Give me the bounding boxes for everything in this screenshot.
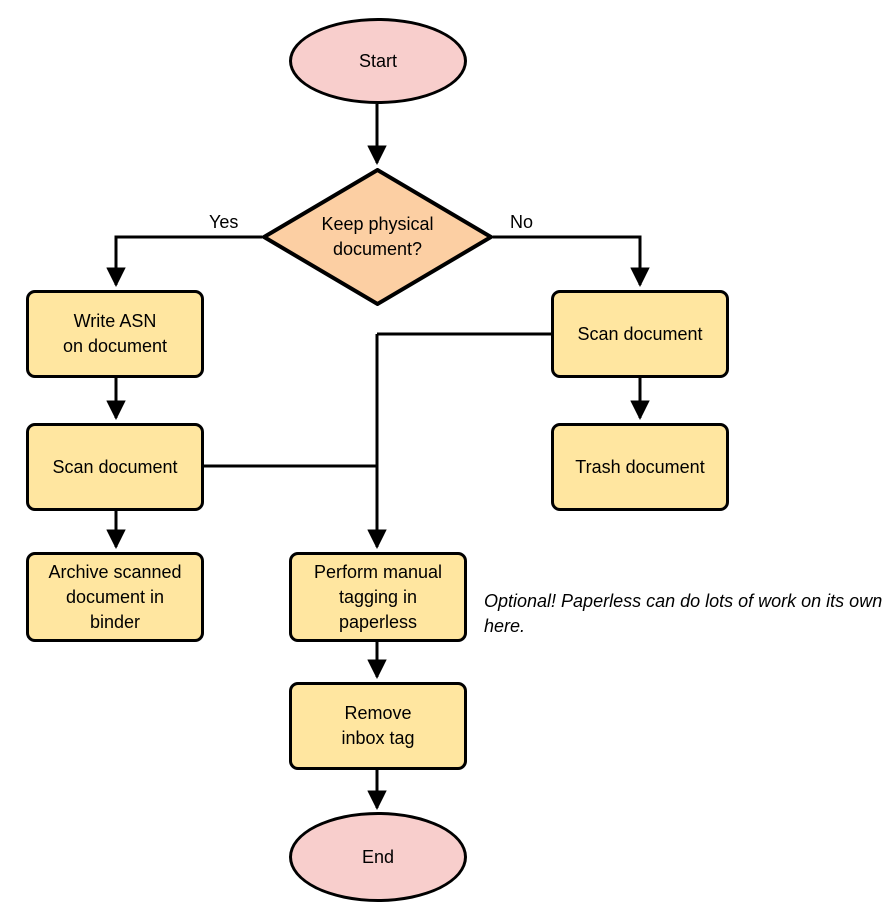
node-decision-label: Keep physical document? bbox=[321, 214, 434, 259]
node-perform-manual-tagging-label: Perform manual tagging in paperless bbox=[313, 561, 443, 632]
node-write-asn-label: Write ASN on document bbox=[62, 311, 168, 356]
node-scan-document-left[interactable]: Scan document bbox=[26, 423, 204, 511]
node-start-label: Start bbox=[358, 50, 397, 71]
node-scan-document-right[interactable]: Scan document bbox=[551, 290, 729, 378]
edge-label-no: No bbox=[510, 212, 534, 232]
node-decision-keep-physical[interactable]: Keep physical document? bbox=[262, 168, 493, 306]
node-start[interactable]: Start bbox=[289, 18, 467, 104]
node-scan-document-right-label: Scan document bbox=[577, 323, 703, 344]
node-remove-inbox-tag[interactable]: Remove inbox tag bbox=[289, 682, 467, 770]
node-remove-inbox-tag-label: Remove inbox tag bbox=[341, 703, 415, 748]
annotation-optional-note: Optional! Paperless can do lots of work … bbox=[484, 591, 883, 636]
node-perform-manual-tagging[interactable]: Perform manual tagging in paperless bbox=[289, 552, 467, 642]
edge-decision-no-to-scan-right bbox=[493, 235, 650, 287]
node-scan-document-left-label: Scan document bbox=[52, 456, 178, 477]
node-trash-document-label: Trash document bbox=[575, 456, 705, 477]
node-write-asn[interactable]: Write ASN on document bbox=[26, 290, 204, 378]
node-trash-document[interactable]: Trash document bbox=[551, 423, 729, 511]
node-archive-scanned-label: Archive scanned document in binder bbox=[48, 561, 182, 632]
node-end[interactable]: End bbox=[289, 812, 467, 902]
node-archive-scanned[interactable]: Archive scanned document in binder bbox=[26, 552, 204, 642]
edge-label-yes: Yes bbox=[209, 212, 239, 232]
edge-decision-yes-to-write-asn bbox=[106, 235, 262, 287]
node-end-label: End bbox=[361, 846, 395, 867]
diamond-shape-icon bbox=[262, 168, 493, 306]
